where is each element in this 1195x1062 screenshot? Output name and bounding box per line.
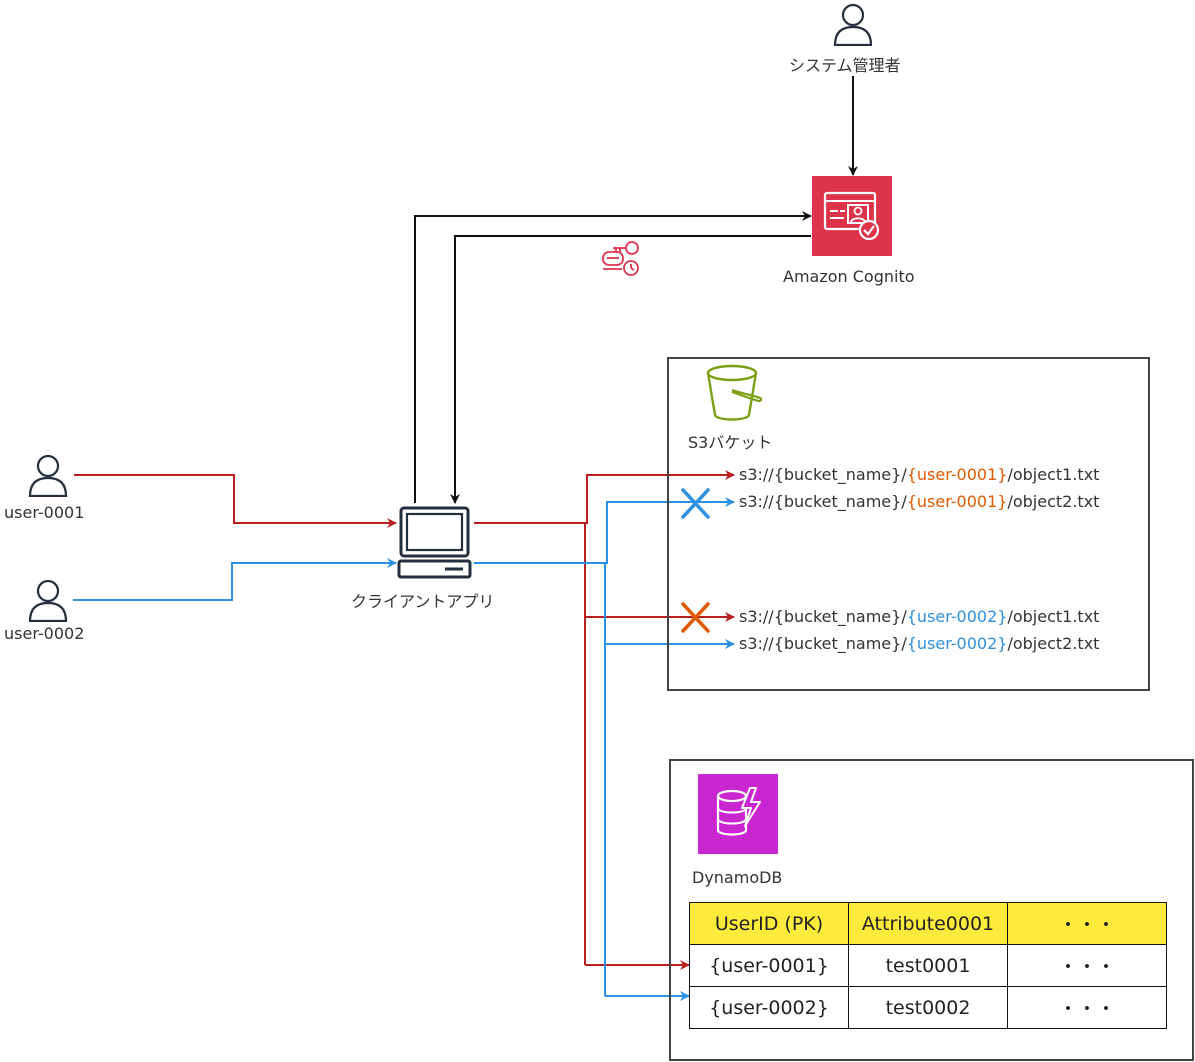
admin-user-icon — [833, 3, 873, 46]
s3-label: S3バケット — [688, 433, 773, 452]
dynamodb-database-icon — [716, 787, 761, 836]
user1-to-client-arrow — [74, 474, 397, 528]
path-user: {user-0002} — [906, 634, 1008, 653]
token-key-icon — [602, 241, 639, 276]
path-prefix: s3://{bucket_name}/ — [739, 492, 907, 511]
path-suffix: /object2.txt — [1007, 634, 1100, 653]
table-header-cell: ・・・ — [1007, 902, 1167, 945]
admin-label: システム管理者 — [789, 56, 901, 75]
path-user: {user-0002} — [906, 607, 1008, 626]
path-suffix: /object1.txt — [1007, 607, 1100, 626]
table-cell: test0002 — [848, 986, 1008, 1029]
cognito-label: Amazon Cognito — [783, 267, 915, 286]
path-user: {user-0001} — [906, 465, 1008, 484]
deny-cross-orange — [681, 602, 710, 633]
path-prefix: s3://{bucket_name}/ — [739, 634, 907, 653]
client-to-cognito-arrow — [414, 211, 812, 503]
client-computer-icon — [397, 506, 472, 579]
path-user: {user-0001} — [906, 492, 1008, 511]
s3-object-path: s3://{bucket_name}/{user-0002}/object2.t… — [739, 634, 1099, 653]
cognito-id-card-icon — [823, 191, 880, 241]
user2-label: user-0002 — [4, 624, 85, 643]
path-suffix: /object2.txt — [1007, 492, 1100, 511]
dynamodb-group — [669, 759, 1194, 1061]
s3-bucket-icon — [706, 364, 763, 421]
user1-icon — [28, 454, 68, 497]
table-cell: ・・・ — [1007, 986, 1167, 1029]
red-to-object1 — [585, 470, 735, 524]
user2-icon — [28, 579, 68, 622]
table-cell: {user-0002} — [689, 986, 849, 1029]
s3-object-path: s3://{bucket_name}/{user-0001}/object1.t… — [739, 465, 1099, 484]
table-cell: ・・・ — [1007, 944, 1167, 987]
client-label: クライアントアプリ — [351, 592, 495, 611]
table-header-cell: UserID (PK) — [689, 902, 849, 945]
user2-to-client-arrow — [73, 558, 397, 601]
cognito-service-icon — [812, 176, 892, 256]
table-row: {user-0002} test0002 ・・・ — [689, 986, 1167, 1029]
table-header-cell: Attribute0001 — [848, 902, 1008, 945]
s3-object-path: s3://{bucket_name}/{user-0001}/object2.t… — [739, 492, 1099, 511]
s3-bucket-group — [667, 357, 1150, 691]
table-cell: {user-0001} — [689, 944, 849, 987]
deny-cross-blue — [681, 488, 710, 519]
table-header-row: UserID (PK) Attribute0001 ・・・ — [689, 902, 1167, 945]
table-cell: test0001 — [848, 944, 1008, 987]
cognito-to-client-arrow — [450, 235, 811, 504]
path-suffix: /object1.txt — [1007, 465, 1100, 484]
table-row: {user-0001} test0001 ・・・ — [689, 944, 1167, 987]
user1-label: user-0001 — [4, 503, 85, 522]
path-prefix: s3://{bucket_name}/ — [739, 607, 907, 626]
blue-to-u1-object2 — [605, 497, 735, 564]
dynamodb-label: DynamoDB — [692, 868, 783, 887]
s3-object-path: s3://{bucket_name}/{user-0002}/object1.t… — [739, 607, 1099, 626]
dynamodb-table: UserID (PK) Attribute0001 ・・・ {user-0001… — [689, 902, 1167, 1029]
path-prefix: s3://{bucket_name}/ — [739, 465, 907, 484]
dynamodb-service-icon — [698, 774, 778, 854]
